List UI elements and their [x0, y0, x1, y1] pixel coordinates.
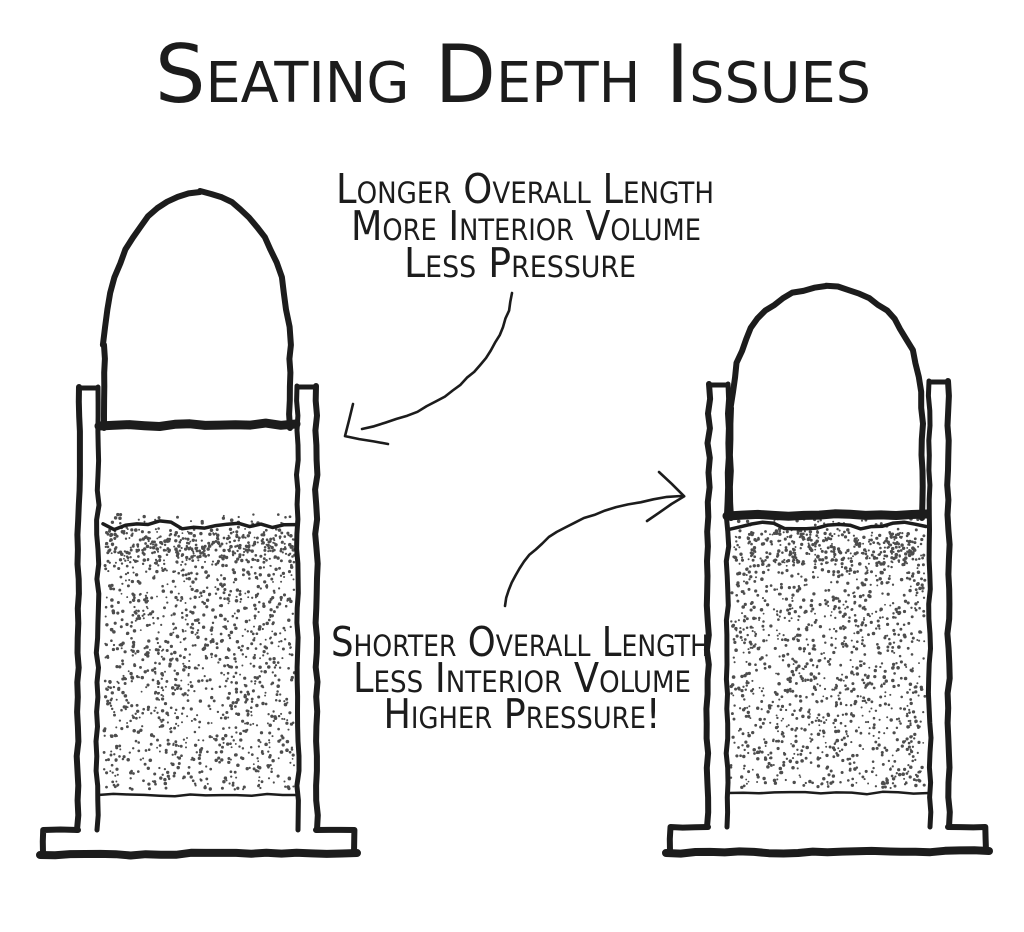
case-wall-left-outer: [73, 384, 83, 833]
annotation-longer-line-3: Less Pressure: [404, 239, 636, 287]
annotation-longer-line-2: More Interior Volume: [351, 202, 701, 250]
rim-bottom: [36, 848, 361, 860]
arrow-curve: [503, 494, 683, 608]
powder-stipple-left: [102, 512, 297, 791]
rim-step-left: [39, 826, 81, 856]
case-wall-left-outer: [703, 381, 714, 830]
annotation-longer-line-1: Longer Overall Length: [336, 165, 714, 213]
powder-stipple-right: [729, 516, 927, 790]
arrow-to-left-cartridge: [343, 291, 514, 446]
arrow-head: [343, 402, 390, 446]
cartridge-long-seated: [36, 188, 361, 860]
arrow-head: [645, 470, 686, 523]
rim-bottom: [662, 846, 993, 858]
case-wall-right-outer: [944, 378, 953, 830]
bullet-base-line: [94, 418, 301, 431]
annotation-shorter-line-3: Higher Pressure!: [384, 690, 661, 738]
cartridge-outline-left: [36, 188, 361, 860]
page-title: Seating Depth Issues: [155, 28, 871, 121]
cartridge-outline-right: [662, 282, 993, 858]
rim-step-left: [666, 824, 711, 854]
annotation-shorter-line-2: Less Interior Volume: [353, 654, 691, 702]
bullet-outline: [99, 188, 294, 431]
cartridge-short-seated: [662, 282, 993, 858]
arrow-to-right-cartridge: [503, 470, 686, 608]
powder-top-line: [101, 519, 297, 532]
powder-top-line: [728, 520, 928, 531]
case-interior-bottom: [726, 790, 931, 796]
case-wall-right-outer: [312, 383, 321, 833]
annotation-longer-oal: Longer Overall Length More Interior Volu…: [336, 165, 714, 287]
case-wall-left-inner: [93, 384, 102, 833]
annotation-shorter-oal: Shorter Overall Length Less Interior Vol…: [331, 618, 709, 738]
rim-step-right: [945, 824, 989, 854]
bullet-outline: [726, 282, 926, 521]
case-wall-right-inner: [925, 378, 934, 830]
case-wall-right-inner: [294, 383, 302, 833]
case-wall-left-inner: [723, 381, 732, 830]
case-interior-bottom: [96, 792, 300, 798]
annotation-shorter-line-1: Shorter Overall Length: [331, 618, 709, 666]
bullet-base-line: [722, 509, 932, 521]
arrow-curve: [360, 291, 514, 431]
rim-step-right: [313, 826, 358, 856]
